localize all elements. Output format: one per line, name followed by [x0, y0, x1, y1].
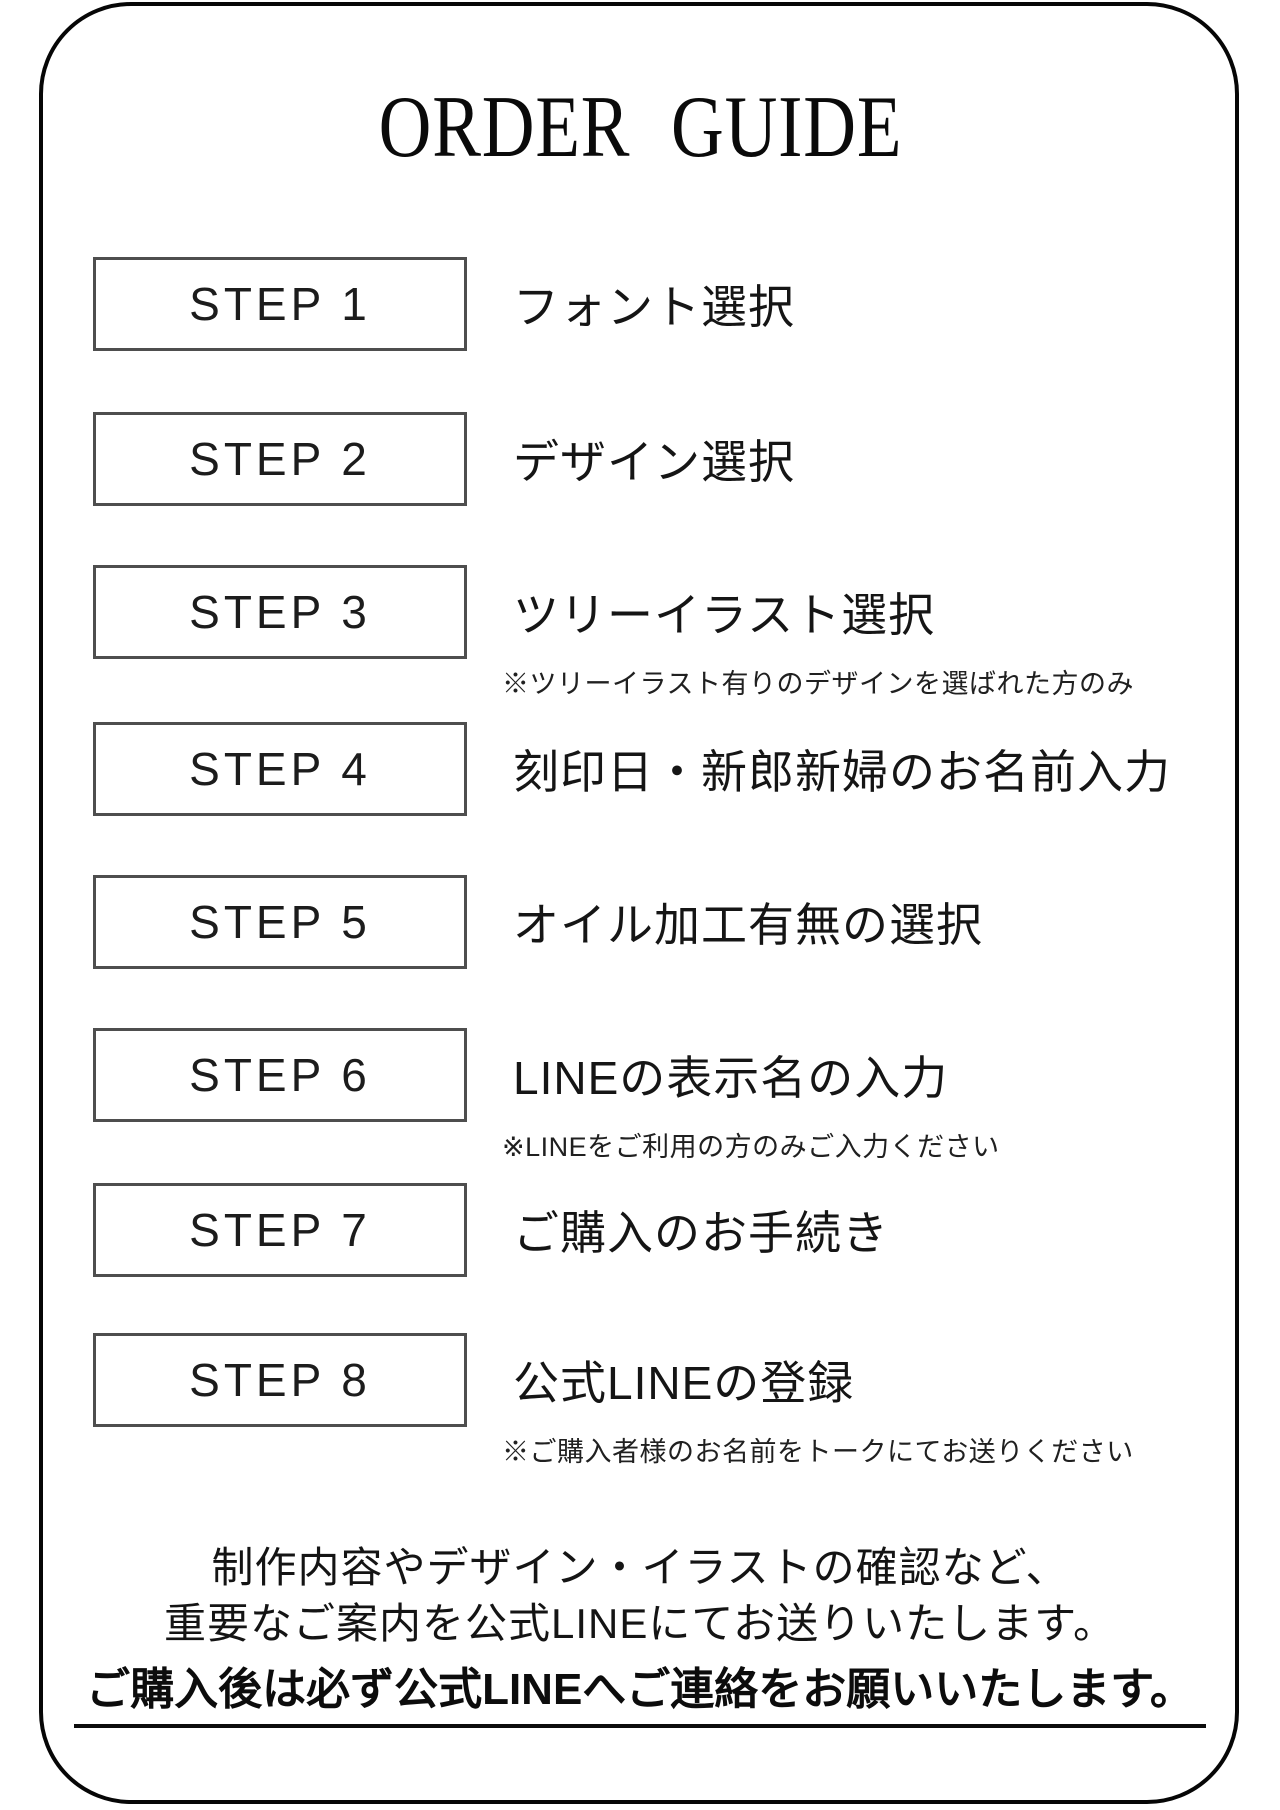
step-2-text: デザイン選択 [513, 436, 795, 488]
step-row-2: STEP 2 デザイン選択 [93, 412, 1233, 506]
step-1-label: STEP 1 [189, 278, 371, 330]
step-2-label: STEP 2 [189, 433, 371, 485]
step-6-label: STEP 6 [189, 1049, 371, 1101]
step-7-box: STEP 7 [93, 1183, 467, 1277]
footer-line-3: ご購入後は必ず公式LINEへご連絡をお願いいたします。 [0, 1664, 1280, 1728]
step-5-label: STEP 5 [189, 896, 371, 948]
step-1-box: STEP 1 [93, 257, 467, 351]
step-4-text: 刻印日・新郎新婦のお名前入力 [513, 746, 1171, 798]
step-2-box: STEP 2 [93, 412, 467, 506]
step-6-box: STEP 6 [93, 1028, 467, 1122]
step-row-5: STEP 5 オイル加工有無の選択 [93, 875, 1233, 969]
step-3-box: STEP 3 [93, 565, 467, 659]
footer-line-2: 重要なご案内を公式LINEにてお送りいたします。 [164, 1600, 1116, 1647]
step-6-note: ※LINEをご利用の方のみご入力ください [502, 1132, 1000, 1162]
step-7-text: ご購入のお手続き [513, 1207, 889, 1259]
footer-notice: 制作内容やデザイン・イラストの確認など、 重要なご案内を公式LINEにてお送りい… [0, 1540, 1280, 1728]
step-8-box: STEP 8 [93, 1333, 467, 1427]
step-row-7: STEP 7 ご購入のお手続き [93, 1183, 1233, 1277]
step-5-text: オイル加工有無の選択 [513, 899, 983, 951]
page-title: ORDER GUIDE [0, 78, 1280, 178]
step-row-6: STEP 6 LINEの表示名の入力 ※LINEをご利用の方のみご入力ください [93, 1028, 1233, 1162]
page-title-text: ORDER GUIDE [378, 79, 902, 176]
step-1-text: フォント選択 [513, 281, 795, 333]
step-row-4: STEP 4 刻印日・新郎新婦のお名前入力 [93, 722, 1233, 816]
page-border [39, 2, 1239, 1804]
step-6-text: LINEの表示名の入力 [513, 1052, 949, 1104]
step-3-text: ツリーイラスト選択 [513, 589, 936, 641]
footer-line-1: 制作内容やデザイン・イラストの確認など、 [211, 1544, 1069, 1591]
footer-line-3-text: ご購入後は必ず公式LINEへご連絡をお願いいたします。 [74, 1664, 1206, 1728]
step-4-box: STEP 4 [93, 722, 467, 816]
step-7-label: STEP 7 [189, 1204, 371, 1256]
step-3-label: STEP 3 [189, 586, 371, 638]
step-5-box: STEP 5 [93, 875, 467, 969]
step-3-note: ※ツリーイラスト有りのデザインを選ばれた方のみ [502, 669, 1134, 699]
step-row-1: STEP 1 フォント選択 [93, 257, 1233, 351]
step-row-8: STEP 8 公式LINEの登録 ※ご購入者様のお名前をトークにてお送りください [93, 1333, 1233, 1467]
step-8-note: ※ご購入者様のお名前をトークにてお送りください [502, 1437, 1134, 1467]
step-row-3: STEP 3 ツリーイラスト選択 ※ツリーイラスト有りのデザインを選ばれた方のみ [93, 565, 1233, 699]
step-8-text: 公式LINEの登録 [513, 1357, 855, 1409]
step-8-label: STEP 8 [189, 1354, 371, 1406]
step-4-label: STEP 4 [189, 743, 371, 795]
